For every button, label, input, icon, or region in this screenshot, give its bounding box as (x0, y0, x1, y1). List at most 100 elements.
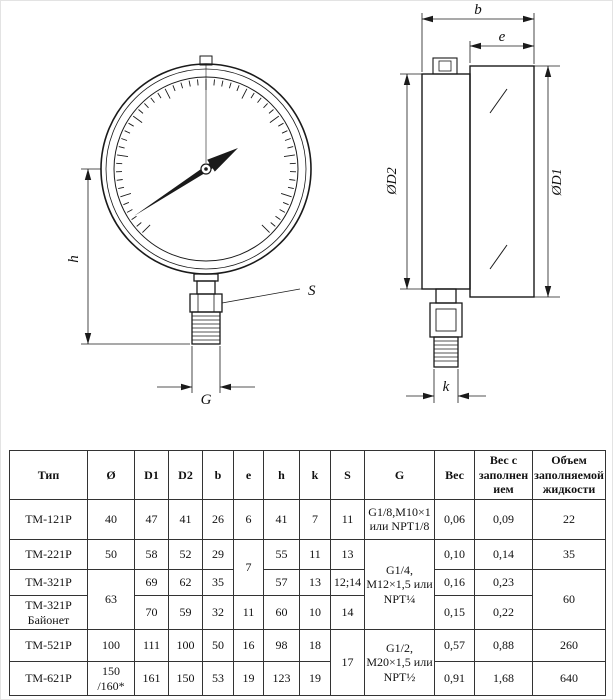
col-header-d: Ø (87, 450, 135, 500)
front-view: h G S (66, 55, 316, 408)
cell-d2: 52 (168, 538, 203, 570)
dial-ticks (115, 79, 297, 233)
cell-tip: ТМ-521Р (9, 629, 88, 663)
cell-b: 35 (202, 568, 234, 596)
cell-d2: 59 (168, 594, 203, 631)
technical-drawing: h G S (66, 2, 565, 408)
case-side (421, 73, 471, 290)
dim-g (157, 346, 255, 393)
cell-b: 50 (202, 629, 234, 663)
cell-volume: 640 (532, 661, 606, 697)
filler-plug-inner (438, 60, 452, 72)
cell-h: 60 (263, 594, 300, 631)
cell-d: 50 (87, 538, 135, 570)
cell-e: 16 (233, 629, 264, 663)
cell-ves: 0,16 (434, 568, 475, 596)
col-header-k: k (299, 450, 331, 500)
cell-d1: 70 (134, 594, 169, 631)
col-header-tip: Тип (9, 450, 88, 500)
cell-volume: 260 (532, 629, 606, 663)
cell-g: G1/2, М20×1,5 или NPT½ (364, 629, 435, 697)
side-view: b e ØD2 ØD1 (385, 2, 565, 403)
cell-tip: ТМ-121Р (9, 498, 88, 540)
cell-h: 123 (263, 661, 300, 697)
dim-g-label: G (201, 392, 212, 408)
dim-d2-label: ØD2 (385, 167, 400, 195)
cell-s: 17 (330, 629, 365, 697)
cell-d1: 111 (134, 629, 169, 663)
cell-g: G1/4, М12×1,5 или NPT¼ (364, 538, 435, 631)
cell-k: 11 (299, 538, 331, 570)
cell-e: 19 (233, 661, 264, 697)
cell-tip: ТМ-621Р (9, 661, 88, 697)
dim-d1-label: ØD1 (550, 168, 565, 196)
col-header-d1: D1 (134, 450, 169, 500)
cell-tip: ТМ-321Р Байонет (9, 594, 88, 631)
cell-volume: 22 (532, 498, 606, 540)
cell-ves: 0,91 (434, 661, 475, 697)
front-stem (189, 273, 223, 345)
col-header-ves-fill: Вес с заполнением (474, 450, 533, 500)
col-header-ves: Вес (434, 450, 475, 500)
cell-b: 29 (202, 538, 234, 570)
cell-d2: 150 (168, 661, 203, 697)
side-thread-lines (434, 340, 458, 362)
cell-k: 7 (299, 498, 331, 540)
table-row: ТМ-621Р 150 /160* 161 150 53 19 123 19 0… (9, 661, 606, 697)
col-header-volume: Объем заполняемой жидкости (532, 450, 606, 500)
dim-s-label: S (308, 283, 316, 299)
needle (134, 148, 238, 216)
cell-g: G1/8,М10×1 или NPT1/8 (364, 498, 435, 540)
s-leader-line (221, 288, 301, 304)
cell-volume: 35 (532, 538, 606, 570)
cell-k: 10 (299, 594, 331, 631)
cell-volume: 60 (532, 568, 606, 631)
cell-ves-fill: 0,22 (474, 594, 533, 631)
spec-table: Тип Ø D1 D2 b e h k S G Вес Вес с заполн… (9, 450, 606, 697)
cell-k: 18 (299, 629, 331, 663)
dim-e (469, 41, 535, 63)
cell-s: 13 (330, 538, 365, 570)
cell-d: 40 (87, 498, 135, 540)
cell-ves: 0,15 (434, 594, 475, 631)
table-row: ТМ-121Р 40 47 41 26 6 41 7 11 G1/8,М10×1… (9, 498, 606, 540)
dim-b (421, 13, 535, 72)
cell-h: 41 (263, 498, 300, 540)
cell-b: 53 (202, 661, 234, 697)
cell-e: 11 (233, 594, 264, 631)
cell-tip: ТМ-221Р (9, 538, 88, 570)
cell-d1: 58 (134, 538, 169, 570)
cell-h: 98 (263, 629, 300, 663)
cell-d: 150 /160* (87, 661, 135, 697)
dim-h-label: h (66, 255, 82, 263)
cell-d2: 100 (168, 629, 203, 663)
cell-tip: ТМ-321Р (9, 568, 88, 596)
cell-ves: 0,06 (434, 498, 475, 540)
dim-b-label: b (474, 2, 482, 18)
cell-s: 12;14 (330, 568, 365, 596)
cell-ves-fill: 0,23 (474, 568, 533, 596)
table-row: ТМ-521Р 100 111 100 50 16 98 18 17 G1/2,… (9, 629, 606, 697)
cell-ves-fill: 0,88 (474, 629, 533, 663)
cell-ves: 0,57 (434, 629, 475, 663)
cell-e: 7 (233, 538, 264, 596)
col-header-d2: D2 (168, 450, 203, 500)
cell-ves-fill: 0,14 (474, 538, 533, 570)
bezel-side (469, 65, 535, 298)
cell-d2: 41 (168, 498, 203, 540)
cell-d2: 62 (168, 568, 203, 596)
col-header-g: G (364, 450, 435, 500)
cell-ves: 0,10 (434, 538, 475, 570)
table-row: ТМ-321Р 63 69 62 35 57 13 12;14 0,16 0,2… (9, 568, 606, 631)
dim-d2 (400, 73, 422, 290)
cell-e: 6 (233, 498, 264, 540)
surface-mark-top (489, 88, 508, 114)
col-header-s: S (330, 450, 365, 500)
cell-d1: 161 (134, 661, 169, 697)
dim-e-label: e (499, 29, 506, 45)
cell-s: 11 (330, 498, 365, 540)
side-stem (429, 288, 463, 368)
cell-d1: 47 (134, 498, 169, 540)
surface-mark-bottom (489, 244, 508, 270)
cell-ves-fill: 0,09 (474, 498, 533, 540)
